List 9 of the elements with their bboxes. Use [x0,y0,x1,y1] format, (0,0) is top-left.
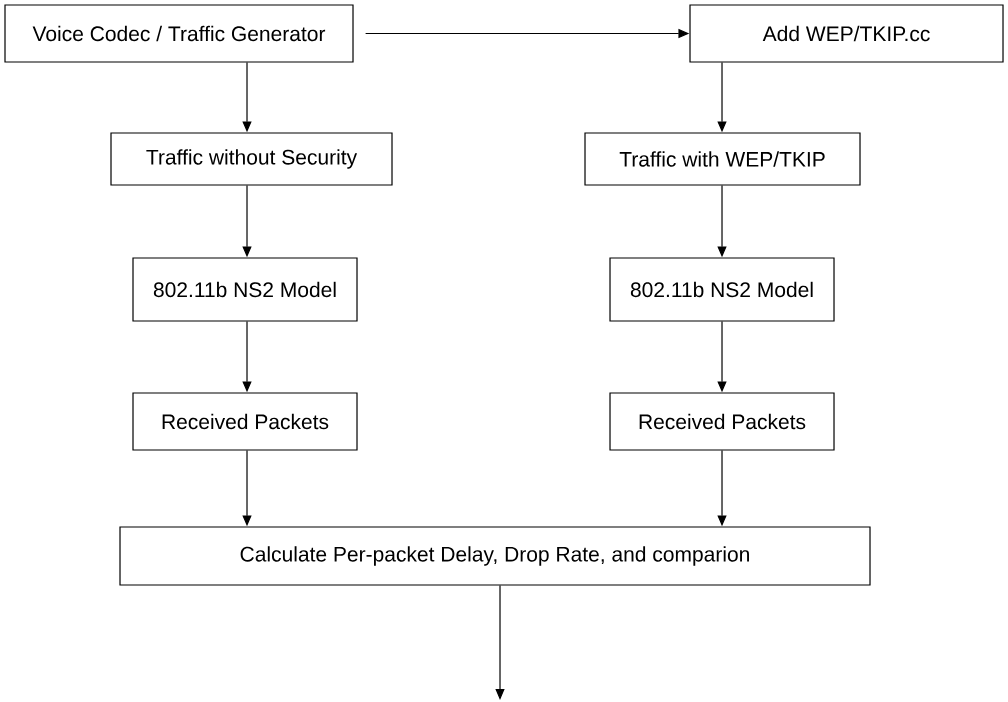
process-box: Received Packets [132,392,358,451]
process-box: Add WEP/TKIP.cc [689,4,1004,63]
process-box: Calculate Per-packet Delay, Drop Rate, and comparion [119,526,871,586]
process-box: Received Packets [609,392,835,451]
process-box: 802.11b NS2 Model [132,257,358,322]
process-box: 802.11b NS2 Model [609,257,835,322]
process-box: Traffic with WEP/TKIP [584,132,861,186]
process-box: Voice Codec / Traffic Generator [4,4,354,63]
process-box: Traffic without Security [110,132,393,186]
